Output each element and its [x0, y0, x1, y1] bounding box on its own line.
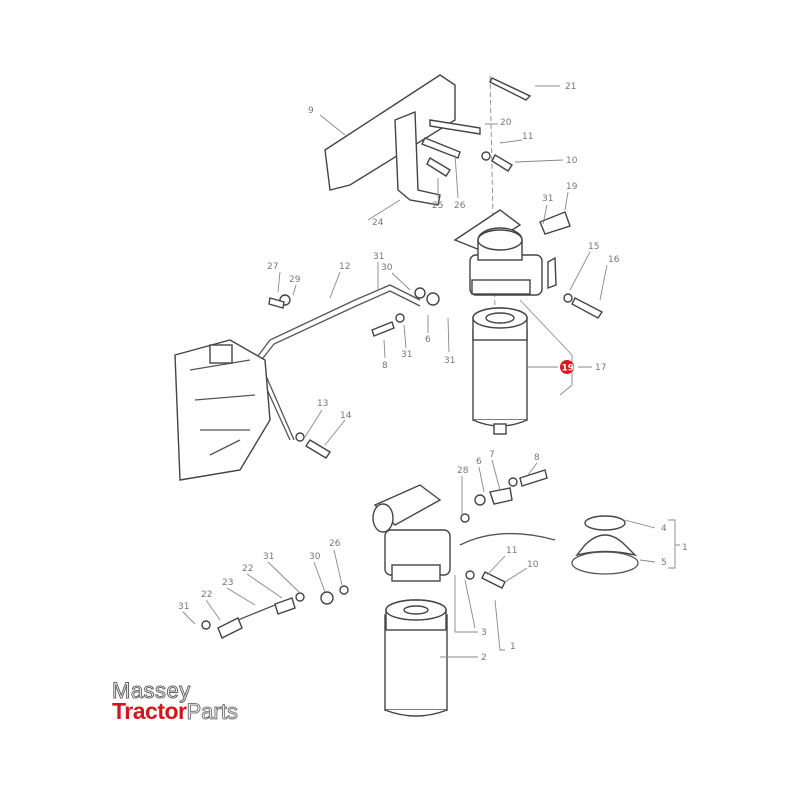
logo-brand-light: Parts — [186, 699, 238, 724]
callout-13[interactable]: 13 — [317, 399, 328, 409]
callout-31[interactable]: 31 — [178, 602, 189, 612]
callout-6[interactable]: 6 — [425, 335, 431, 345]
callout-11[interactable]: 11 — [506, 546, 517, 556]
callout-16[interactable]: 16 — [608, 255, 620, 265]
callout-19-highlighted[interactable]: 19 — [560, 360, 574, 374]
callout-14[interactable]: 14 — [340, 411, 352, 421]
logo-line1: Massey — [112, 678, 191, 703]
callout-10[interactable]: 10 — [566, 156, 578, 166]
o-ring-kit — [571, 515, 639, 575]
callout-3[interactable]: 3 — [481, 628, 487, 638]
callout-30[interactable]: 30 — [381, 263, 393, 273]
callout-9[interactable]: 9 — [308, 106, 314, 116]
callout-8[interactable]: 8 — [534, 453, 540, 463]
callout-30[interactable]: 30 — [309, 552, 321, 562]
callout-5[interactable]: 5 — [661, 558, 667, 568]
callout-31[interactable]: 31 — [401, 350, 412, 360]
massey-tractor-parts-logo: Massey TractorParts — [112, 678, 239, 725]
filter-head-upper — [453, 209, 557, 296]
callout-25[interactable]: 25 — [432, 201, 443, 211]
callout-23[interactable]: 23 — [222, 578, 233, 588]
lower-filter-bowl — [384, 599, 448, 717]
callout-2[interactable]: 2 — [481, 653, 487, 663]
callout-10[interactable]: 10 — [527, 560, 539, 570]
callout-7[interactable]: 7 — [489, 450, 495, 460]
callout-1[interactable]: 1 — [682, 543, 688, 553]
callout-31[interactable]: 31 — [373, 252, 384, 262]
callout-1[interactable]: 1 — [510, 642, 516, 652]
callout-11[interactable]: 11 — [522, 132, 533, 142]
leader-lines — [182, 85, 680, 658]
callout-29[interactable]: 29 — [289, 275, 301, 285]
callout-28[interactable]: 28 — [457, 466, 469, 476]
callout-31[interactable]: 31 — [263, 552, 274, 562]
callout-24[interactable]: 24 — [372, 218, 384, 228]
callout-15[interactable]: 15 — [588, 242, 599, 252]
callout-22[interactable]: 22 — [242, 564, 253, 574]
fittings — [268, 294, 405, 459]
mounting-bracket — [324, 74, 532, 311]
callout-4[interactable]: 4 — [661, 524, 667, 534]
callout-22[interactable]: 22 — [201, 590, 212, 600]
callout-8[interactable]: 8 — [382, 361, 388, 371]
callout-20[interactable]: 20 — [500, 118, 512, 128]
bolts — [421, 119, 604, 319]
callout-31[interactable]: 31 — [542, 194, 553, 204]
callout-12[interactable]: 12 — [339, 262, 350, 272]
callout-19[interactable]: 19 — [566, 182, 578, 192]
callout-26[interactable]: 26 — [454, 201, 466, 211]
callout-17[interactable]: 17 — [595, 363, 606, 373]
lower-filter-head — [372, 469, 556, 589]
callout-6[interactable]: 6 — [476, 457, 482, 467]
filter-element — [472, 307, 528, 435]
lower-fittings — [201, 585, 349, 639]
callout-27[interactable]: 27 — [267, 262, 278, 272]
engine-pump — [174, 339, 271, 481]
svg-text:19[interactable]: 19 — [562, 364, 575, 374]
callout-21[interactable]: 21 — [565, 82, 576, 92]
logo-brand-bold: Tractor — [112, 698, 187, 724]
callout-26[interactable]: 26 — [329, 539, 341, 549]
callout-labels: 21 9 20 11 10 24 25 26 31 19 31 27 29 12… — [178, 82, 688, 663]
callout-31[interactable]: 31 — [444, 356, 455, 366]
